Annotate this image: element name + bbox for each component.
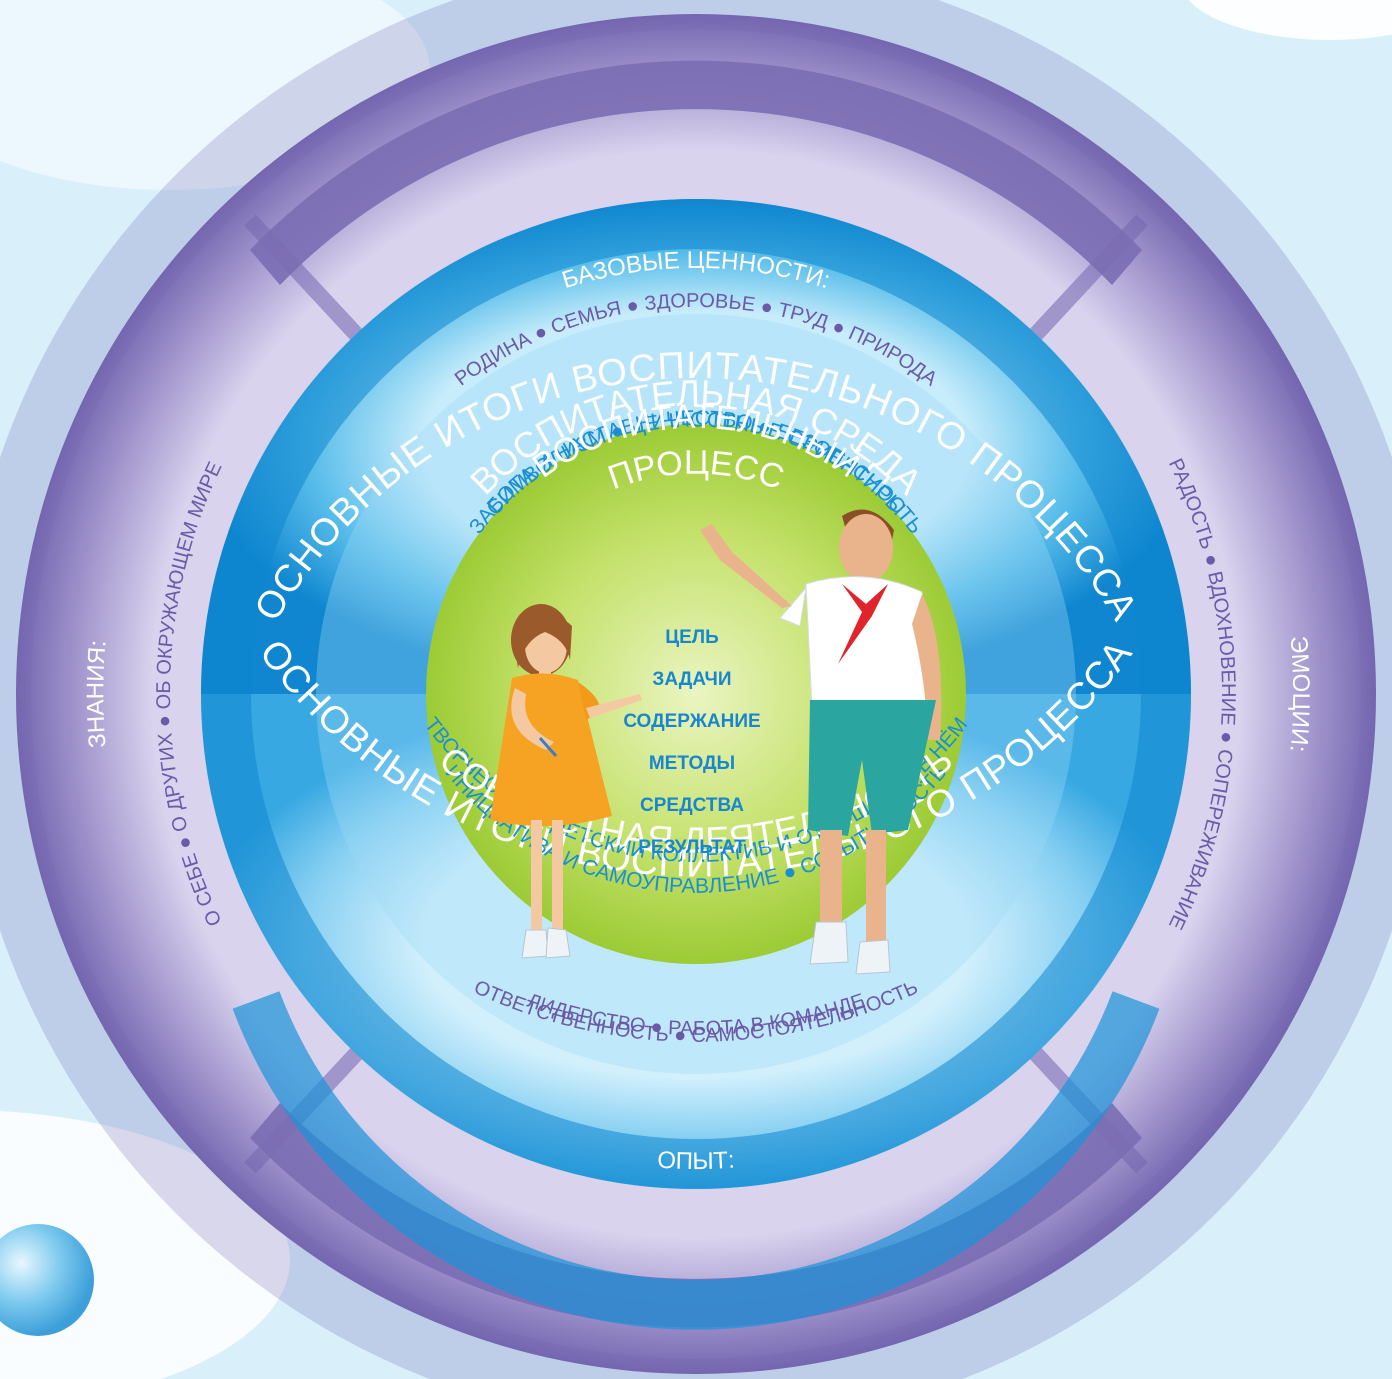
girl-figure xyxy=(490,604,642,959)
core-item-tasks: ЗАДАЧИ xyxy=(652,669,731,690)
emotions-header: ЭМОЦИИ: xyxy=(1284,635,1314,753)
man-figure xyxy=(700,509,942,975)
core-item-content: СОДЕРЖАНИЕ xyxy=(623,711,760,732)
experience-header: ОПЫТ: xyxy=(657,1146,736,1175)
bubble-decoration xyxy=(0,1224,94,1336)
core-item-goal: ЦЕЛЬ xyxy=(665,627,719,648)
core-item-result: РЕЗУЛЬТАТ xyxy=(638,837,746,858)
bg-cloud-right xyxy=(1188,0,1392,40)
knowledge-header: ЗНАНИЯ: xyxy=(82,639,111,749)
core-item-methods: МЕТОДЫ xyxy=(649,753,735,774)
core-item-means: СРЕДСТВА xyxy=(640,795,744,816)
core-items-list: ЦЕЛЬ ЗАДАЧИ СОДЕРЖАНИЕ МЕТОДЫ СРЕДСТВА Р… xyxy=(623,627,760,858)
title-band-top xyxy=(250,60,1142,286)
